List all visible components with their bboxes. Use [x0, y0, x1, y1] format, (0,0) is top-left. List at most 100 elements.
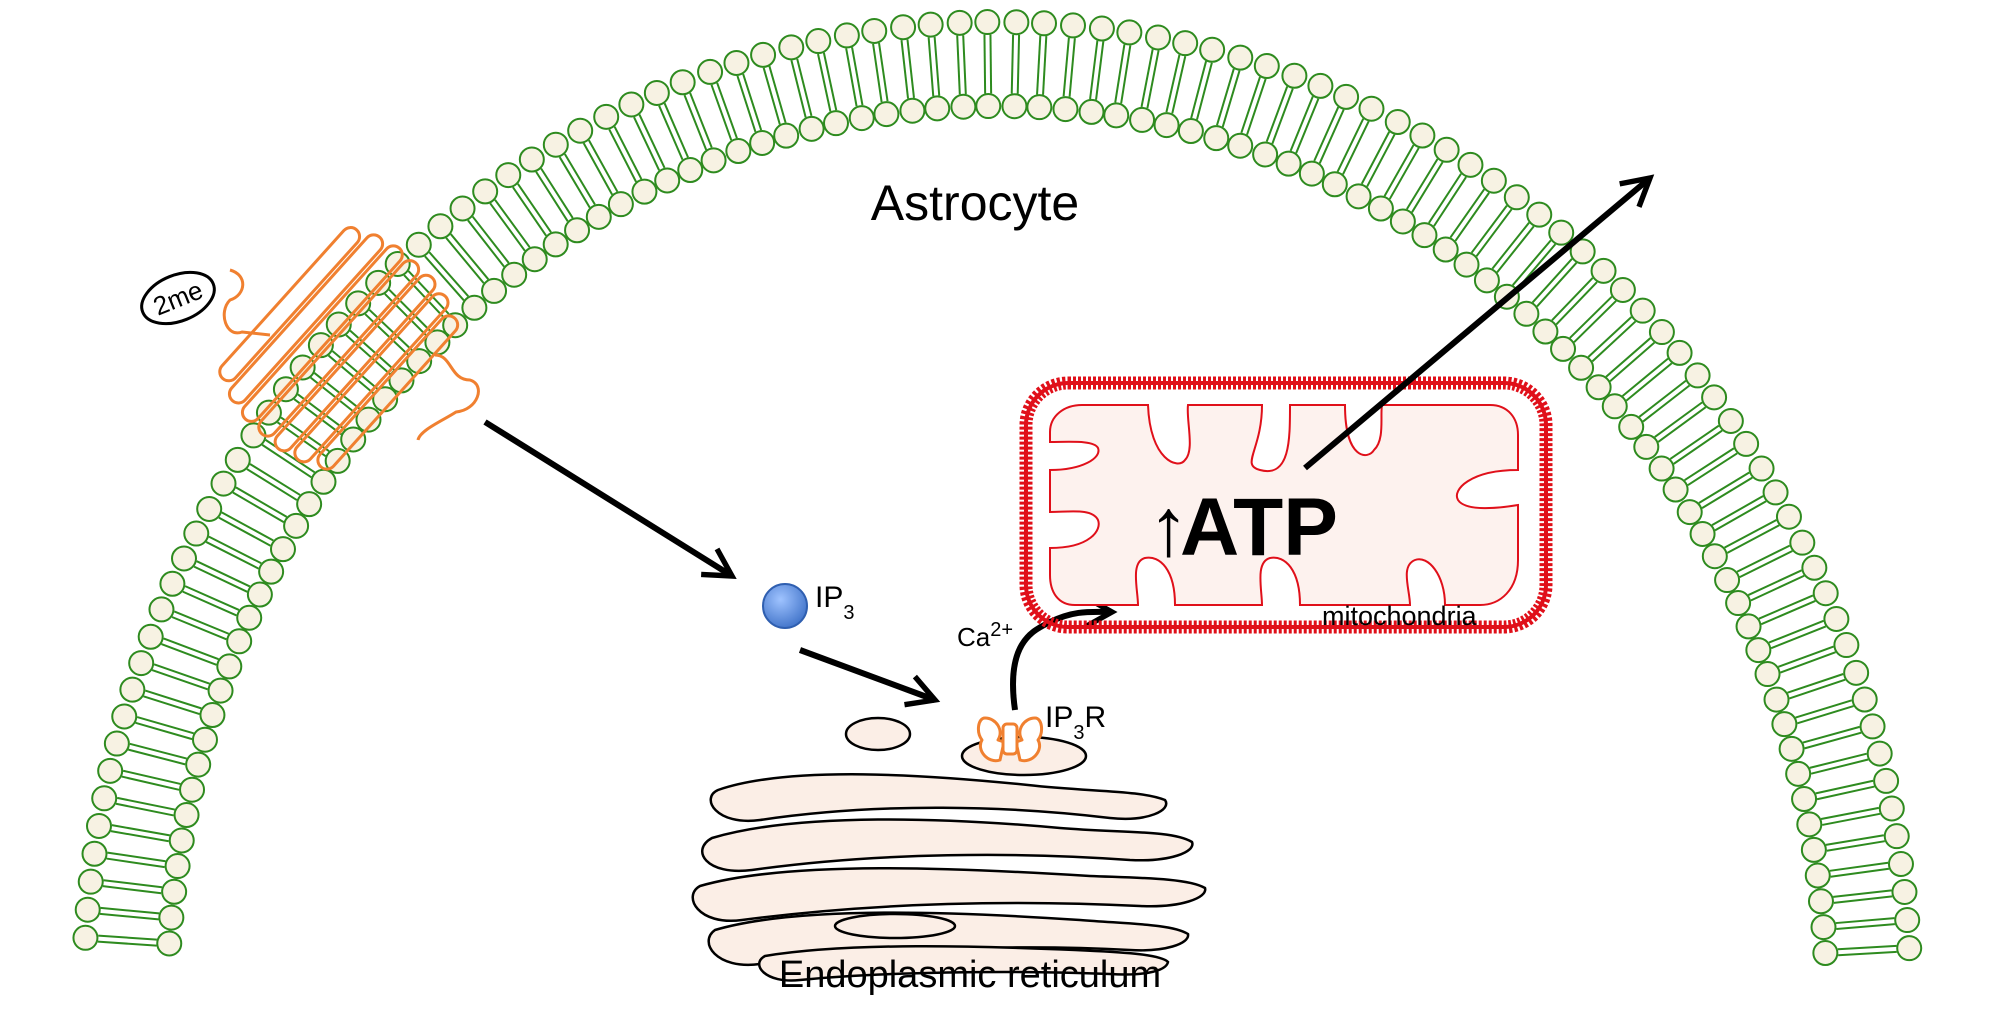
lipid-molecule	[128, 650, 234, 704]
lipid-molecule	[1203, 44, 1254, 152]
lipid-molecule	[1103, 19, 1143, 129]
lipid-molecule	[405, 231, 488, 321]
2me-ligand: 2me	[140, 270, 216, 326]
lipid-molecule	[1725, 554, 1828, 617]
lipid-molecule	[72, 924, 183, 957]
ip3-molecule-icon	[762, 583, 808, 629]
cell-label: Astrocyte	[871, 175, 1079, 231]
lipid-molecule	[778, 34, 825, 142]
er-label: Endoplasmic reticulum	[779, 954, 1161, 996]
lipid-molecule	[1298, 83, 1360, 187]
lipid-molecule	[1812, 935, 1923, 967]
lipid-molecule	[183, 520, 285, 585]
lipid-molecule	[861, 17, 900, 128]
lipid-molecule	[1745, 605, 1850, 664]
lipid-molecule	[1275, 72, 1334, 177]
lipid-molecule	[946, 9, 977, 120]
lipid-molecule	[1714, 529, 1816, 594]
lipid-molecule	[1473, 201, 1553, 294]
lipid-molecule	[111, 703, 218, 753]
lipid-molecule	[1453, 184, 1530, 278]
lipid-molecule	[1754, 632, 1860, 688]
lipid-molecule	[1796, 795, 1905, 838]
lipid-molecule	[1026, 10, 1058, 121]
lipid-molecule	[750, 41, 800, 149]
lipid-molecule	[542, 131, 612, 230]
lipid-molecule	[495, 162, 569, 258]
lipid-molecule	[805, 28, 849, 137]
lipid-molecule	[159, 570, 263, 631]
lipid-molecule	[643, 79, 704, 184]
lipid-molecule	[1785, 740, 1893, 787]
lipid-molecule	[1676, 455, 1775, 526]
lipid-molecule	[593, 103, 658, 205]
lipid-molecule	[1791, 767, 1900, 813]
lipid-molecule	[1001, 9, 1030, 120]
lipid-molecule	[1633, 384, 1728, 460]
ip3-label: IP3	[815, 581, 854, 624]
lipid-molecule	[1227, 53, 1280, 159]
lipid-molecule	[85, 812, 195, 854]
lipid-molecule	[518, 146, 591, 244]
lipid-molecule	[1701, 503, 1802, 570]
lipid-molecule	[1411, 151, 1484, 249]
lipid-molecule	[1532, 257, 1617, 345]
lipid-molecule	[1771, 686, 1878, 738]
lipid-molecule	[1177, 36, 1226, 145]
lipid-molecule	[307, 332, 399, 413]
lipid-molecule	[1807, 878, 1918, 915]
lipid-molecule	[618, 91, 681, 194]
lipid-molecule	[1568, 297, 1656, 381]
lipid-molecule	[1129, 24, 1172, 133]
lipid-molecule	[1618, 362, 1711, 440]
lipid-molecule	[1648, 407, 1744, 482]
lipid-molecule	[1052, 12, 1087, 123]
arrow-ip3-to-er	[798, 647, 941, 708]
lipid-molecule	[890, 14, 926, 124]
lipid-molecule	[210, 470, 310, 539]
lipid-molecule	[91, 785, 200, 829]
lipid-molecule	[97, 757, 206, 803]
ip3r-label: IP3R	[1045, 701, 1106, 744]
lipid-molecule	[1601, 339, 1693, 420]
lipid-molecule	[1778, 713, 1886, 762]
lipid-molecule	[427, 213, 508, 304]
lipid-molecule	[1321, 95, 1385, 198]
lipid-molecule	[1389, 136, 1460, 235]
lipid-molecule	[833, 22, 875, 132]
lipid-molecule	[103, 730, 212, 778]
lipid-molecule	[1810, 907, 1921, 941]
lipid-molecule	[240, 422, 337, 495]
lipid-molecule	[1585, 319, 1675, 401]
mitochondria-inner-membrane	[1049, 404, 1519, 606]
lipid-molecule	[1432, 167, 1507, 263]
lipid-molecule	[74, 896, 185, 931]
lipid-molecule	[1078, 15, 1115, 125]
lipid-molecule	[224, 446, 323, 518]
endoplasmic-reticulum-icon	[691, 716, 1207, 982]
lipid-molecule	[77, 868, 188, 905]
lipid-molecule	[148, 596, 253, 655]
lipid-molecule	[1689, 479, 1789, 547]
lipid-molecule	[119, 676, 226, 729]
up-arrow-icon: ↑	[1148, 482, 1189, 573]
lipid-molecule	[723, 49, 776, 156]
lipid-molecule	[449, 195, 528, 288]
lipid-molecule	[1345, 109, 1411, 210]
calcium-label: Ca2+	[957, 619, 1013, 652]
lipid-molecule	[917, 11, 951, 122]
lipid-molecule	[137, 623, 243, 680]
lipid-molecule	[1763, 659, 1870, 713]
lipid-molecule	[1550, 276, 1636, 362]
arrow-receptor-to-ip3	[483, 419, 737, 579]
lipid-molecule	[567, 117, 634, 218]
lipid-molecule	[1735, 580, 1839, 640]
lipid-molecule	[196, 495, 296, 563]
lipid-molecule	[472, 178, 548, 273]
lipid-molecule	[1252, 62, 1308, 168]
mitochondria-icon	[1019, 376, 1553, 634]
lipid-molecule	[81, 840, 191, 880]
lipid-molecule	[1513, 238, 1596, 327]
lipid-molecule	[1153, 30, 1199, 139]
